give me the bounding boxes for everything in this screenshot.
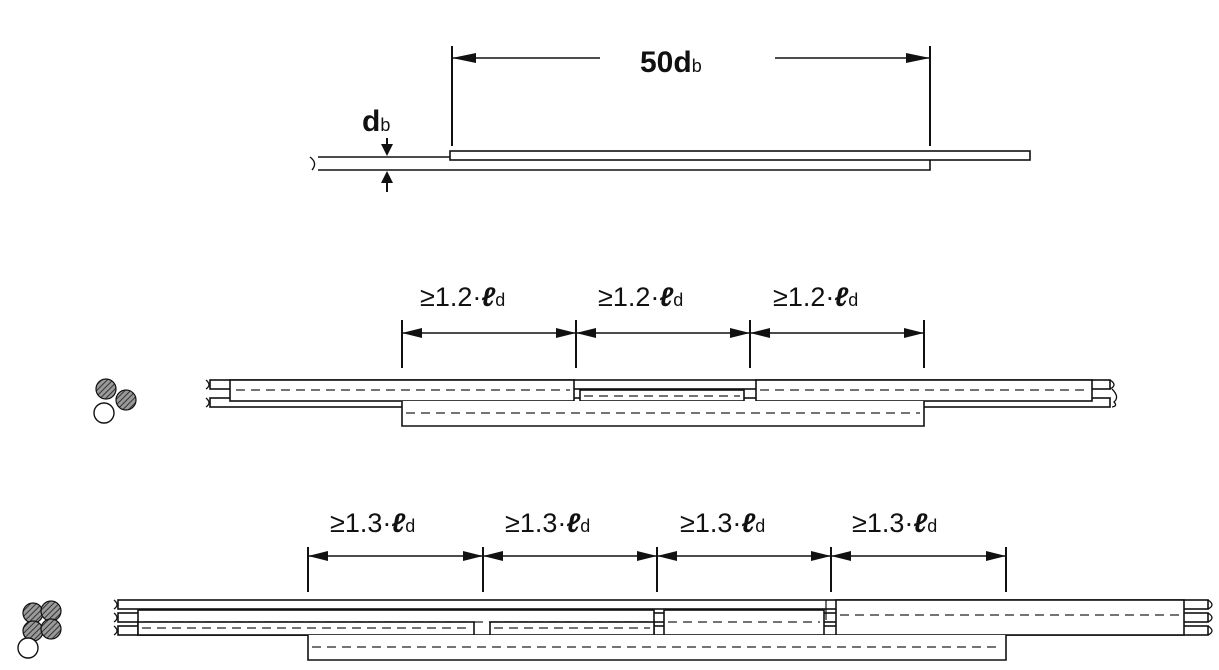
splice-label-2: ≥1.2·ℓd [598,282,683,312]
splice-label-4: ≥1.3·ℓd [852,508,937,538]
dimension-lines-13 [307,547,1007,592]
dimension-50db: 50db [451,46,931,146]
cutoff-bar [449,150,1031,161]
bundle-cross-section-icon [17,600,62,659]
splice-label-1: ≥1.2·ℓd [420,282,505,312]
splice-label-1: ≥1.3·ℓd [330,508,415,538]
dimension-lines-12 [401,320,925,368]
diameter-label: db [362,105,390,138]
arrow-down [381,144,393,156]
arrow-left [452,53,476,63]
splice-label-3: ≥1.2·ℓd [773,282,858,312]
spliced-bars-3 [137,599,1185,661]
splice-label-3: ≥1.3·ℓd [680,508,765,538]
dimension-db: db [362,105,393,192]
figure-four-bar-bundle: ≥1.3·ℓd ≥1.3·ℓd ≥1.3·ℓd ≥1.3·ℓd [17,508,1213,661]
figure-bar-cutoff: 50db db [309,46,1031,192]
bundle-cross-section-icon [93,378,137,424]
spliced-bars-2 [229,379,1093,427]
arrow-right [906,53,930,63]
dimension-labels-12: ≥1.2·ℓd ≥1.2·ℓd ≥1.2·ℓd [420,282,858,312]
length-label: 50db [640,46,702,79]
dimension-labels-13: ≥1.3·ℓd ≥1.3·ℓd ≥1.3·ℓd ≥1.3·ℓd [330,508,937,538]
bar-break [309,156,316,171]
splice-label-2: ≥1.3·ℓd [505,508,590,538]
continuous-bars-3 [113,599,1213,636]
bars [309,150,1031,171]
arrow-up [381,171,393,183]
figure-three-bar-bundle: ≥1.2·ℓd ≥1.2·ℓd ≥1.2·ℓd [93,282,1118,427]
